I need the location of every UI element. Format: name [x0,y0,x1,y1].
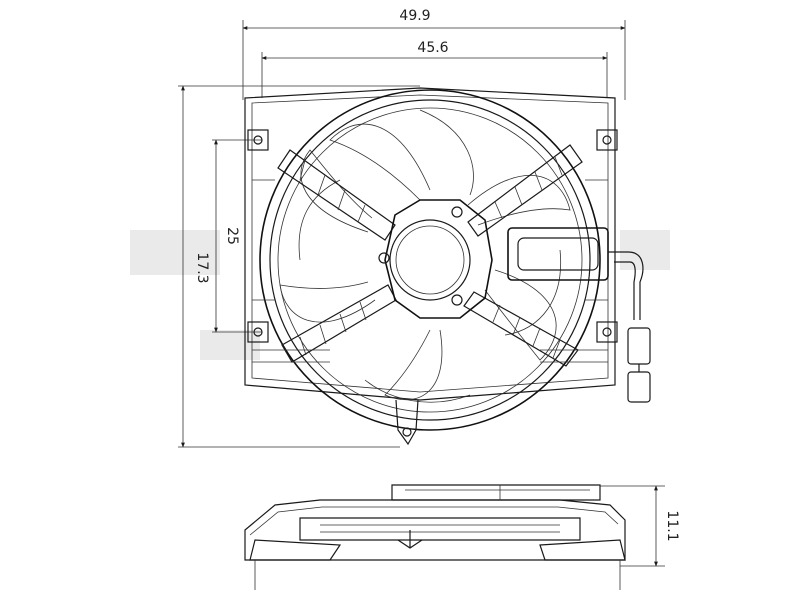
fan-blades [279,109,571,403]
overall-width-label: 49.9 [399,8,430,24]
dimension-depth: 11.1 [600,485,680,567]
watermark [130,230,670,360]
shroud-width-label: 45.6 [417,40,448,56]
mount-tab-top-right [596,129,618,151]
fan-front-view [244,87,651,446]
mounting-tabs [247,129,618,343]
mount-tab-top-left [247,129,269,151]
support-struts [277,144,583,367]
motor-hub [378,199,493,319]
depth-label: 11.1 [664,510,680,541]
mount-spacing-label: 25 [224,227,240,245]
hub-bolt-icon [378,252,390,264]
shroud-ring-outer [259,89,601,431]
connector-icon [627,327,651,365]
dimension-overall-width: 49.9 [242,8,626,100]
mount-tab-bottom-left [247,321,269,343]
mount-tab-bottom-right [596,321,618,343]
control-module [507,227,651,403]
side-shroud [244,499,626,561]
side-motor [391,484,601,501]
dimension-mount-spacing: 25 [212,139,262,333]
drain-spout [395,399,419,446]
overall-height-label: 17.3 [194,252,210,283]
shroud-frame [244,87,616,401]
dimension-overall-height: 17.3 [178,85,420,448]
fan-side-view [244,484,626,590]
dimension-shroud-width: 45.6 [261,40,608,98]
bolt-hole-icon [253,135,263,145]
shroud-ring-inner [269,99,591,421]
